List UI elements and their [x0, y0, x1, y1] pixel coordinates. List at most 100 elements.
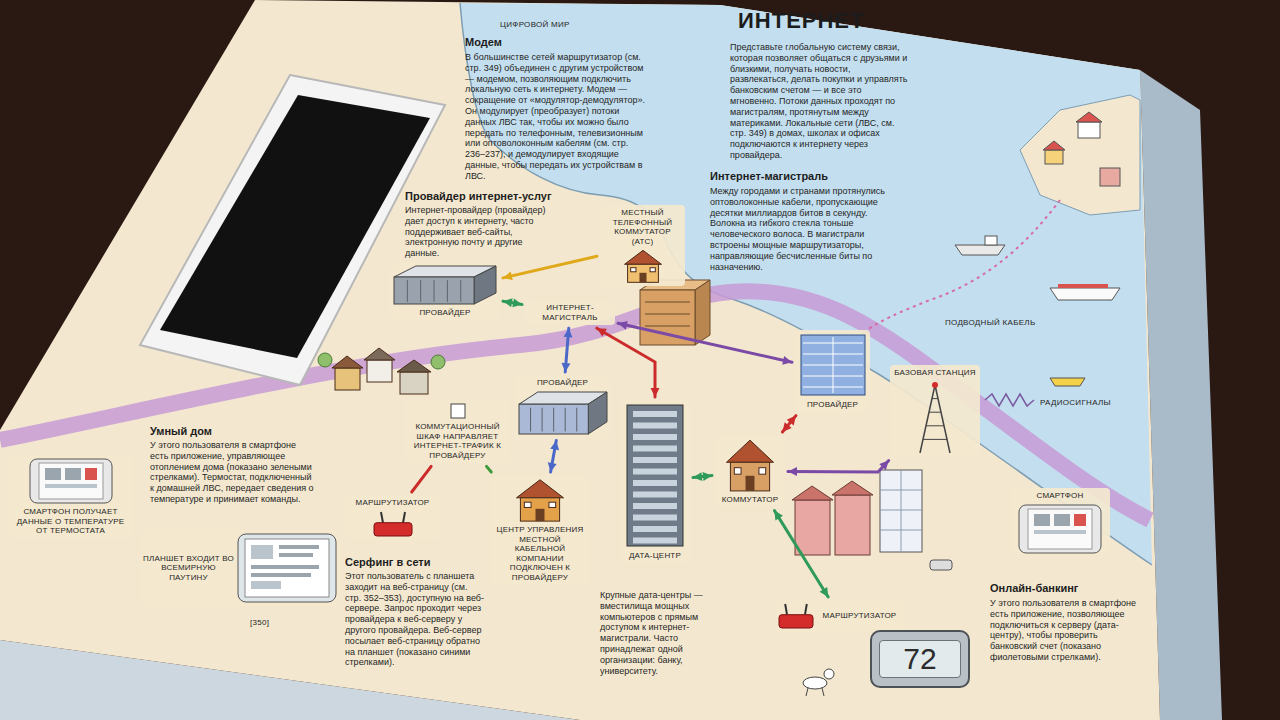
screen-line: [1034, 530, 1086, 534]
screen-icon: [85, 468, 97, 480]
section-heading: Умный дом: [150, 425, 315, 439]
tower-window-row: [633, 469, 677, 475]
node-label: ИНТЕРНЕТ-МАГИСТРАЛЬ: [528, 303, 612, 322]
router-box: [779, 615, 813, 628]
arrowhead: [550, 441, 559, 451]
building-window-line: [541, 407, 542, 431]
house-door: [746, 476, 755, 491]
island-house: [1100, 168, 1120, 186]
boat: [1050, 378, 1085, 386]
tall-building: [880, 470, 922, 552]
section-heading: Интернет-магистраль: [710, 170, 885, 184]
tablet: ПЛАНШЕТ ВХОДИТ ВО ВСЕМИРНУЮ ПАУТИНУ: [140, 530, 340, 606]
router-antenna: [381, 512, 383, 523]
smartphone-on-book: [140, 75, 445, 385]
arrowhead: [774, 511, 783, 521]
house-roof: [516, 480, 563, 498]
dog-leg: [806, 688, 808, 696]
island-roof: [1076, 112, 1102, 122]
node-label: КОММУТАЦИОННЫЙ ШКАФ НАПРАВЛЯЕТ ИНТЕРНЕТ-…: [408, 422, 507, 460]
island-house: [1078, 122, 1100, 138]
house-wall: [627, 265, 658, 283]
connector-arrow: [487, 466, 492, 472]
tower-body: [627, 405, 683, 546]
island-house: [1045, 150, 1063, 164]
connector-group: [503, 256, 597, 280]
building-window-line: [576, 407, 577, 431]
provider-building: ПРОВАЙДЕР: [795, 330, 870, 413]
body-text: Крупные дата-центры — вместилища мощных …: [600, 590, 735, 676]
section-heading: Серфинг в сети: [345, 556, 485, 570]
house-window: [524, 502, 531, 507]
temperature-value: 72: [879, 640, 961, 678]
provider-building: ПРОВАЙДЕР: [515, 375, 610, 438]
building-window-line: [530, 407, 531, 431]
building-window-line: [434, 280, 435, 302]
dog: [803, 669, 834, 696]
arrowhead: [561, 363, 570, 372]
office-icon: [393, 265, 497, 305]
connector-group: [503, 298, 522, 307]
building-column: [901, 470, 902, 552]
house-roof: [332, 356, 363, 368]
house-window: [650, 268, 655, 272]
antenna-icon: [917, 381, 953, 455]
dog-leg: [822, 688, 824, 696]
connector-arrow: [503, 256, 597, 278]
tower-window-row: [633, 503, 677, 509]
callout-label: РАДИОСИГНАЛЫ: [1040, 398, 1130, 408]
radio-waves: [985, 394, 1034, 406]
body-text: Между городами и странами протянулись оп…: [710, 186, 885, 272]
building-column: [832, 337, 833, 393]
router: МАРШРУТИЗАТОР: [775, 600, 905, 632]
tower-window-row: [633, 434, 677, 440]
tablet-screen: [245, 539, 329, 597]
house-icon: [621, 249, 665, 283]
arrowhead: [564, 328, 573, 337]
page-title: ИНТЕРНЕТ: [738, 8, 865, 34]
node-label: МАРШРУТИЗАТОР: [356, 498, 430, 508]
house-roof: [792, 486, 833, 500]
thermostat-display: 72: [870, 630, 970, 688]
screen-line: [279, 553, 313, 557]
house-window: [759, 468, 766, 474]
section-heading: Онлайн-банкинг: [990, 582, 1140, 596]
screen-icon: [1054, 514, 1070, 526]
house-wall: [520, 498, 559, 521]
house: [835, 495, 870, 555]
arrowhead: [597, 328, 607, 336]
arrowhead: [782, 422, 791, 432]
cable-company: ЦЕНТР УПРАВЛЕНИЯ МЕСТНОЙ КАБЕЛЬНОЙ КОМПА…: [490, 475, 590, 586]
arrowhead: [820, 587, 829, 597]
page-number: [350]: [250, 618, 290, 628]
arrowhead: [651, 388, 660, 397]
building-window-line: [564, 407, 565, 431]
phone-body: [140, 75, 445, 385]
tower-icon: [625, 403, 685, 548]
ships: [955, 236, 1120, 386]
smartphone: СМАРТФОН ПОЛУЧАЕТ ДАННЫЕ О ТЕМПЕРАТУРЕ О…: [8, 455, 133, 539]
building-window-line: [447, 280, 448, 302]
mast-crossbar: [926, 425, 944, 426]
screen-line: [279, 545, 319, 549]
arrowhead: [879, 461, 888, 471]
dog-body: [803, 677, 827, 689]
tablet-body: [238, 534, 336, 602]
node-label: ЦЕНТР УПРАВЛЕНИЯ МЕСТНОЙ КАБЕЛЬНОЙ КОМПА…: [493, 525, 587, 583]
arrowhead: [503, 271, 513, 280]
connector-group: [561, 328, 572, 372]
tower-window-row: [633, 492, 677, 498]
connector-group: [487, 466, 492, 472]
building-floor: [645, 302, 690, 303]
connector-arrow: [788, 461, 889, 472]
house: [795, 500, 830, 555]
arrowhead: [787, 416, 796, 426]
network-switch: КОММУТАТОР: [715, 435, 785, 508]
smartphone: СМАРТФОН: [1010, 488, 1110, 557]
data-center: ДАТА-ЦЕНТР: [620, 400, 690, 564]
house: [367, 360, 392, 382]
router-antenna: [403, 512, 405, 523]
body-text: У этого пользователя в смартфоне есть пр…: [150, 440, 315, 505]
provider-building: ПРОВАЙДЕР: [390, 262, 500, 321]
